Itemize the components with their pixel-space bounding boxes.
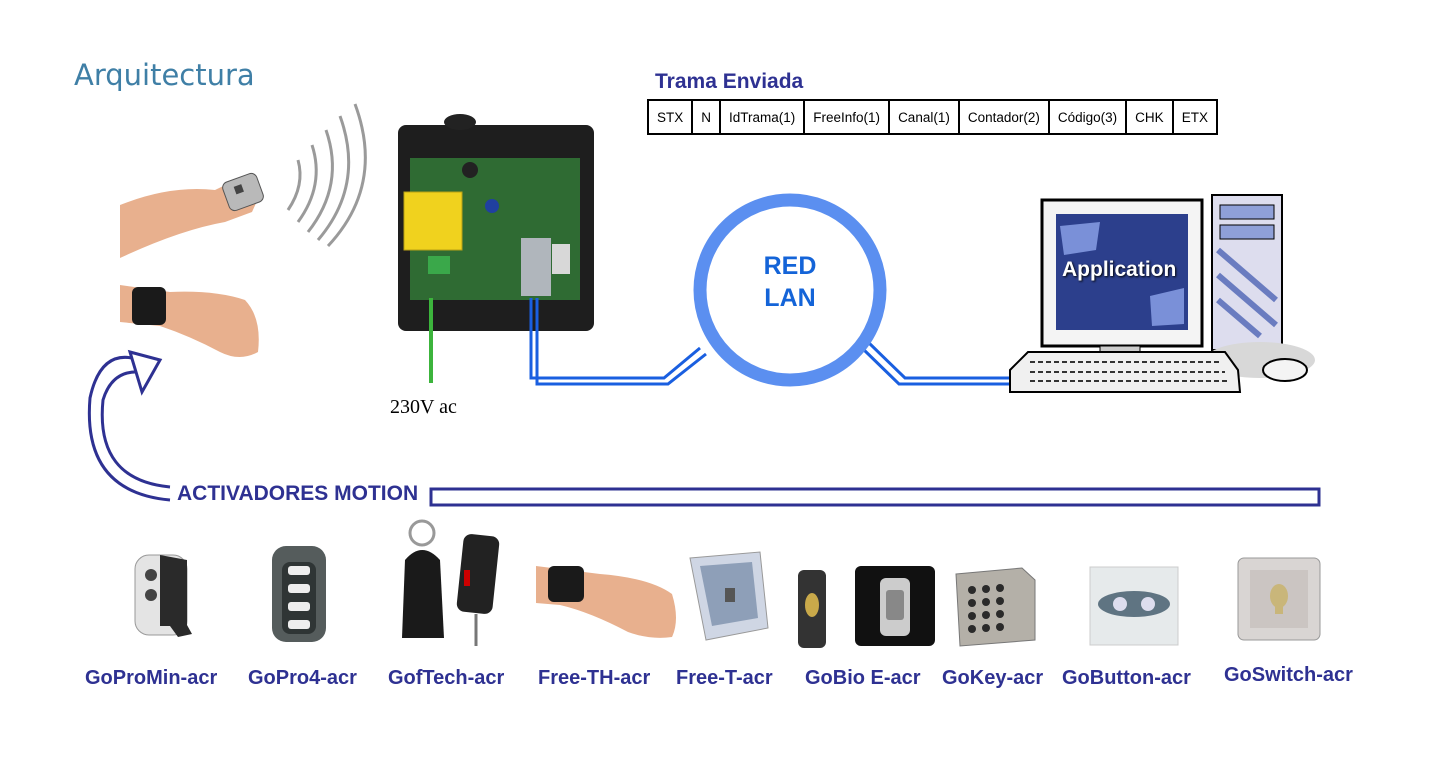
frame-field-chk: CHK [1125, 99, 1174, 135]
device-label-free-t: Free-T-acr [676, 667, 773, 689]
free-t-tag-image [689, 551, 769, 641]
lan-label-line2: LAN [764, 284, 816, 312]
gopromin-remote-image [134, 554, 192, 637]
frame-field-canal: Canal(1) [888, 99, 960, 135]
goftech-remote-image [402, 519, 500, 646]
frame-fields-row: STX N IdTrama(1) FreeInfo(1) Canal(1) Co… [646, 99, 1218, 135]
device-label-gopro4: GoPro4-acr [248, 667, 357, 689]
hand-with-remote-image [120, 172, 264, 258]
gokey-keypad-image [955, 567, 1036, 647]
computer-image [1009, 194, 1315, 393]
lan-ring [693, 193, 887, 387]
free-th-wristband-image [536, 566, 676, 638]
frame-field-idtrama: IdTrama(1) [719, 99, 806, 135]
activators-bar [429, 487, 1321, 507]
goswitch-keyswitch-image [1237, 557, 1321, 641]
radio-waves-icon [286, 103, 367, 248]
device-label-gobutton: GoButton-acr [1062, 667, 1191, 689]
device-label-goftech: GofTech-acr [388, 667, 505, 689]
frame-field-freeinfo: FreeInfo(1) [803, 99, 891, 135]
power-label: 230V ac [390, 396, 457, 418]
page-title: Arquitectura [74, 58, 255, 92]
gobio-reader-image [798, 566, 935, 648]
device-label-gokey: GoKey-acr [942, 667, 1044, 689]
device-label-gobio: GoBio E-acr [805, 667, 921, 689]
lan-label-line1: RED [763, 252, 817, 280]
frame-field-contador: Contador(2) [957, 99, 1050, 135]
frame-title: Trama Enviada [655, 70, 804, 93]
device-label-goswitch: GoSwitch-acr [1224, 664, 1353, 686]
device-label-free-th: Free-TH-acr [538, 667, 651, 689]
gopro4-remote-image [272, 546, 326, 642]
lan-label: RED LAN [740, 250, 840, 314]
frame-field-n: N [691, 99, 722, 135]
activators-title: ACTIVADORES MOTION [177, 482, 419, 505]
gobutton-plate-image [1089, 566, 1179, 646]
network-cable [529, 298, 1010, 386]
frame-field-stx: STX [646, 99, 694, 135]
device-label-gopromin: GoProMin-acr [85, 667, 218, 689]
curved-arrow-icon [87, 349, 171, 502]
application-label: Application [1062, 258, 1177, 281]
frame-field-codigo: Código(3) [1047, 99, 1128, 135]
wrist-band-image [120, 285, 259, 357]
receiver-board-image [398, 114, 594, 331]
frame-field-etx: ETX [1171, 99, 1218, 135]
frame-table: STX N IdTrama(1) FreeInfo(1) Canal(1) Co… [646, 99, 1218, 135]
